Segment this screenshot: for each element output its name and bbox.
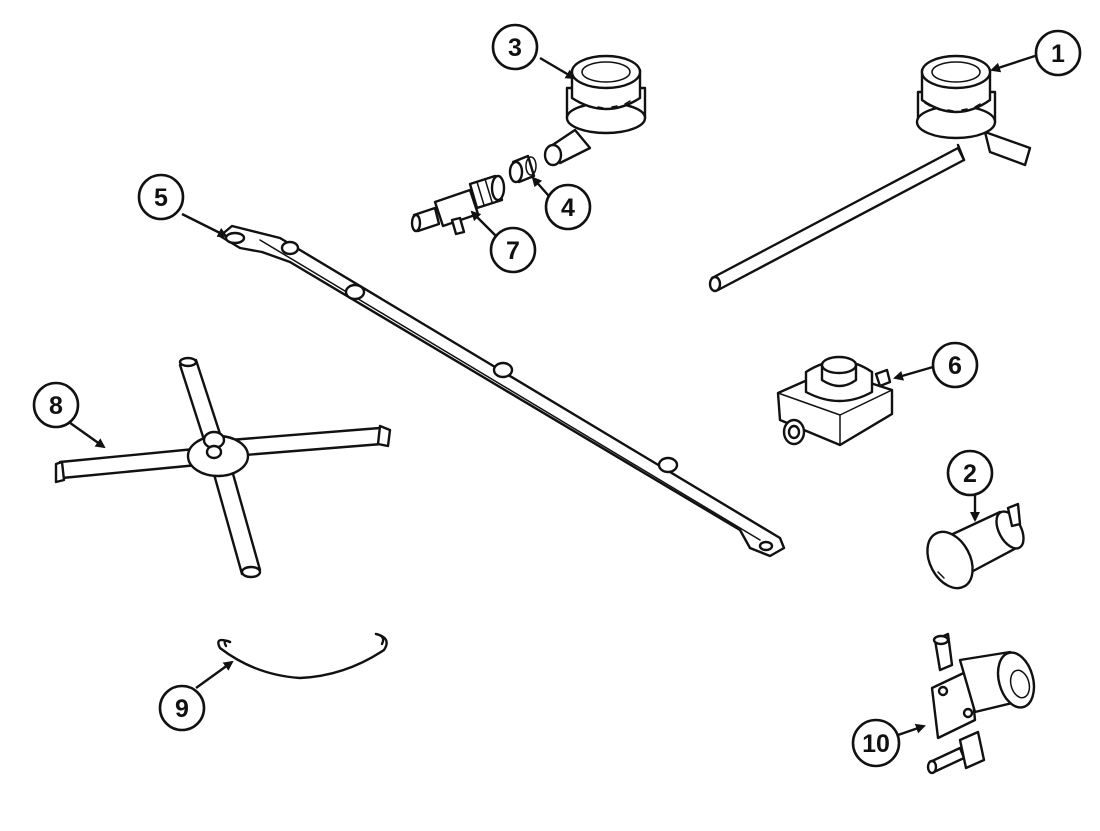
part-7-valve <box>410 174 506 236</box>
part-1-burner-with-tube <box>708 54 1032 293</box>
callout-label-9: 9 <box>175 695 189 723</box>
callout-label-8: 8 <box>49 392 63 420</box>
part-10-solenoid-valve <box>926 632 1036 775</box>
callout-9: 9 <box>158 684 206 732</box>
callout-3: 3 <box>491 23 539 71</box>
part-6-regulator <box>776 355 894 447</box>
callout-label-4: 4 <box>561 194 575 222</box>
callout-label-5: 5 <box>154 184 168 212</box>
callout-8: 8 <box>32 381 80 429</box>
callout-2: 2 <box>946 449 994 497</box>
callout-5: 5 <box>137 173 185 221</box>
callout-7: 7 <box>489 226 537 274</box>
callout-label-3: 3 <box>508 34 522 62</box>
callout-1: 1 <box>1034 29 1082 77</box>
callout-label-1: 1 <box>1051 40 1065 68</box>
callout-10: 10 <box>851 718 901 768</box>
callout-4: 4 <box>544 183 592 231</box>
callout-label-6: 6 <box>948 352 962 380</box>
part-3-burner <box>543 54 647 167</box>
part-2-cylinder <box>926 502 1025 590</box>
part-8-cross-manifold <box>54 356 392 579</box>
part-5-bracket-bar <box>218 224 786 558</box>
callout-6: 6 <box>931 341 979 389</box>
callout-label-10: 10 <box>862 730 890 758</box>
callout-leaders <box>65 53 1039 737</box>
callout-label-2: 2 <box>963 460 977 488</box>
part-9-spring-clip <box>217 632 388 680</box>
part-4-orifice <box>508 154 537 184</box>
callout-label-7: 7 <box>506 237 520 265</box>
